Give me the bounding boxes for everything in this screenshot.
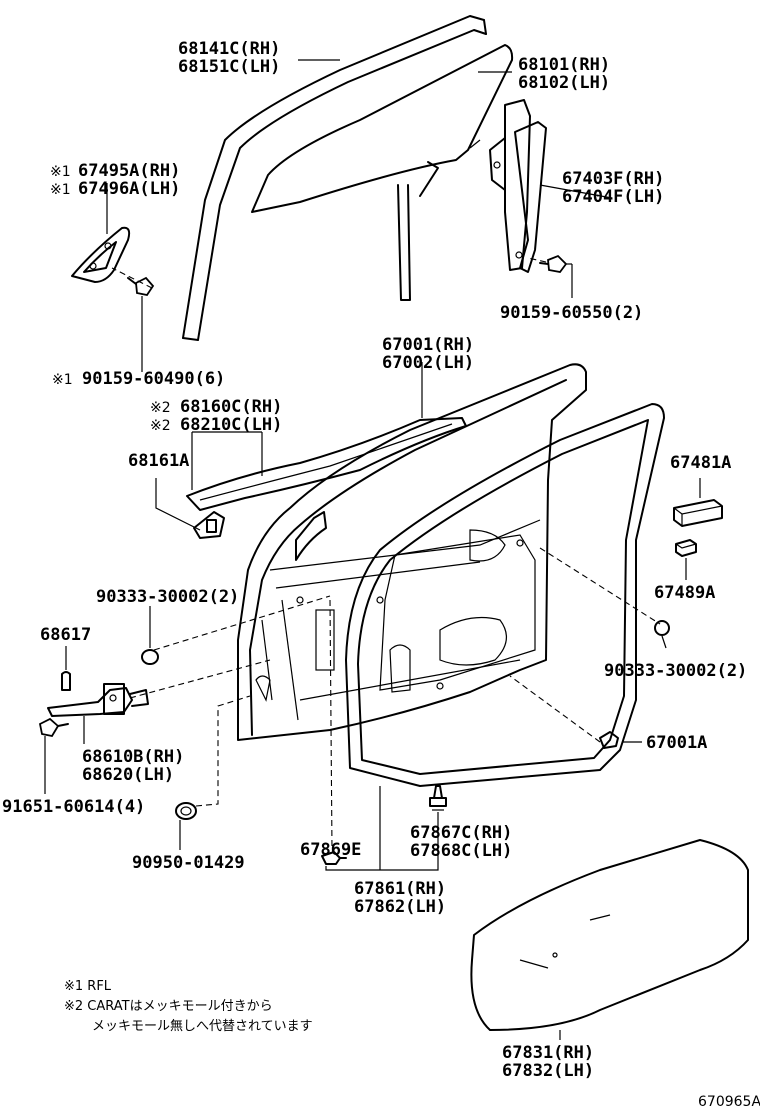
callout-67489a: 67489A (654, 583, 715, 603)
svg-text:68210C(LH): 68210C(LH) (180, 415, 282, 435)
callout-67481a: 67481A (670, 453, 731, 473)
svg-text:※1 RFL: ※1 RFL (64, 979, 112, 994)
svg-text:※1: ※1 (52, 372, 73, 388)
rear-lower-sash (489, 99, 547, 273)
service-hole-cover (470, 839, 749, 1031)
callout-90950: 90950-01429 (132, 853, 245, 873)
svg-text:68102(LH): 68102(LH) (518, 73, 610, 93)
svg-text:※2: ※2 (150, 418, 171, 434)
svg-text:68610B(RH): 68610B(RH) (82, 747, 184, 767)
front-door-panel (237, 363, 587, 741)
svg-text:67481A: 67481A (670, 453, 731, 473)
cushion-67489a (675, 539, 697, 557)
screw-90159-60550 (539, 254, 568, 273)
svg-text:67868C(LH): 67868C(LH) (410, 841, 512, 861)
callout-91651: 91651-60614(4) (2, 797, 145, 817)
svg-text:67861(RH): 67861(RH) (354, 879, 446, 899)
svg-text:※2 CARATはメッキモール付きから: ※2 CARATはメッキモール付きから (64, 999, 273, 1014)
callout-68617: 68617 (40, 625, 91, 645)
svg-text:90159-60490(6): 90159-60490(6) (82, 369, 225, 389)
svg-text:68151C(LH): 68151C(LH) (178, 57, 280, 77)
dashed-connection-lines (111, 257, 661, 851)
callout-67403f: 67403F(RH) 67404F(LH) (562, 169, 664, 207)
svg-text:68101(RH): 68101(RH) (518, 55, 610, 75)
svg-text:68617: 68617 (40, 625, 91, 645)
hinge-bolt (38, 717, 69, 738)
svg-text:67495A(RH): 67495A(RH) (78, 161, 180, 181)
moulding-clip (193, 511, 225, 539)
svg-text:※2: ※2 (150, 400, 171, 416)
svg-text:67001A: 67001A (646, 733, 707, 753)
callout-90333-right: 90333-30002(2) (604, 661, 747, 681)
svg-text:90333-30002(2): 90333-30002(2) (96, 587, 239, 607)
svg-text:67832(LH): 67832(LH) (502, 1061, 594, 1081)
diagram-reference-code: 670965A (698, 1094, 760, 1110)
callout-67831: 67831(RH) 67832(LH) (502, 1043, 594, 1081)
svg-text:メッキモール無しへ代替されています: メッキモール無しへ代替されています (92, 1019, 313, 1034)
svg-text:67862(LH): 67862(LH) (354, 897, 446, 917)
weatherstrip-clip-e (321, 851, 347, 865)
svg-text:※1: ※1 (50, 182, 71, 198)
door-glass (251, 44, 514, 213)
frame-garnish (71, 226, 131, 283)
hole-plug-right (654, 620, 670, 636)
callout-67495a: ※1 67495A(RH) ※1 67496A(LH) (50, 161, 180, 199)
hole-plug-left (141, 649, 159, 665)
callout-68141c: 68141C(RH) 68151C(LH) (178, 39, 280, 77)
door-weatherstrip (345, 403, 665, 787)
grommet (175, 802, 197, 820)
footnotes: ※1 RFL ※2 CARATはメッキモール付きから メッキモール無しへ代替され… (64, 979, 313, 1034)
svg-text:68141C(RH): 68141C(RH) (178, 39, 280, 59)
callout-67861: 67861(RH) 67862(LH) (354, 879, 446, 917)
callout-68610b: 68610B(RH) 68620(LH) (82, 747, 184, 785)
callout-67867c: 67867C(RH) 67868C(LH) (410, 823, 512, 861)
svg-text:67404F(LH): 67404F(LH) (562, 187, 664, 207)
callout-67869e: 67869E (300, 840, 361, 860)
callout-90333-left: 90333-30002(2) (96, 587, 239, 607)
svg-text:68160C(RH): 68160C(RH) (180, 397, 282, 417)
svg-text:68161A: 68161A (128, 451, 189, 471)
svg-text:67002(LH): 67002(LH) (382, 353, 474, 373)
svg-text:67403F(RH): 67403F(RH) (562, 169, 664, 189)
svg-text:67496A(LH): 67496A(LH) (78, 179, 180, 199)
callout-67001a: 67001A (646, 733, 707, 753)
svg-text:※1: ※1 (50, 164, 71, 180)
callout-90159-60550: 90159-60550(2) (500, 303, 643, 323)
svg-text:67869E: 67869E (300, 840, 361, 860)
hinge-pin (61, 671, 71, 691)
callout-68160c: ※2 68160C(RH) ※2 68210C(LH) (150, 397, 282, 435)
svg-text:67867C(RH): 67867C(RH) (410, 823, 512, 843)
callout-68161a: 68161A (128, 451, 189, 471)
svg-text:67831(RH): 67831(RH) (502, 1043, 594, 1063)
cushion-67481a (673, 499, 723, 527)
callout-90159-60490: ※1 90159-60490(6) (52, 369, 225, 389)
svg-text:67489A: 67489A (654, 583, 715, 603)
svg-text:90950-01429: 90950-01429 (132, 853, 245, 873)
svg-text:90333-30002(2): 90333-30002(2) (604, 661, 747, 681)
callout-68101: 68101(RH) 68102(LH) (518, 55, 610, 93)
belt-moulding (186, 417, 467, 511)
leader-lines (44, 59, 701, 1040)
glass-channel-vertical (397, 161, 439, 301)
svg-text:67001(RH): 67001(RH) (382, 335, 474, 355)
svg-text:90159-60550(2): 90159-60550(2) (500, 303, 643, 323)
svg-text:91651-60614(4): 91651-60614(4) (2, 797, 145, 817)
svg-text:68620(LH): 68620(LH) (82, 765, 174, 785)
weatherstrip-clip-c (429, 785, 447, 811)
hole-cover (599, 731, 619, 749)
door-hinge (47, 683, 149, 717)
glass-run-channel (182, 15, 487, 341)
callout-67001: 67001(RH) 67002(LH) (382, 335, 474, 373)
